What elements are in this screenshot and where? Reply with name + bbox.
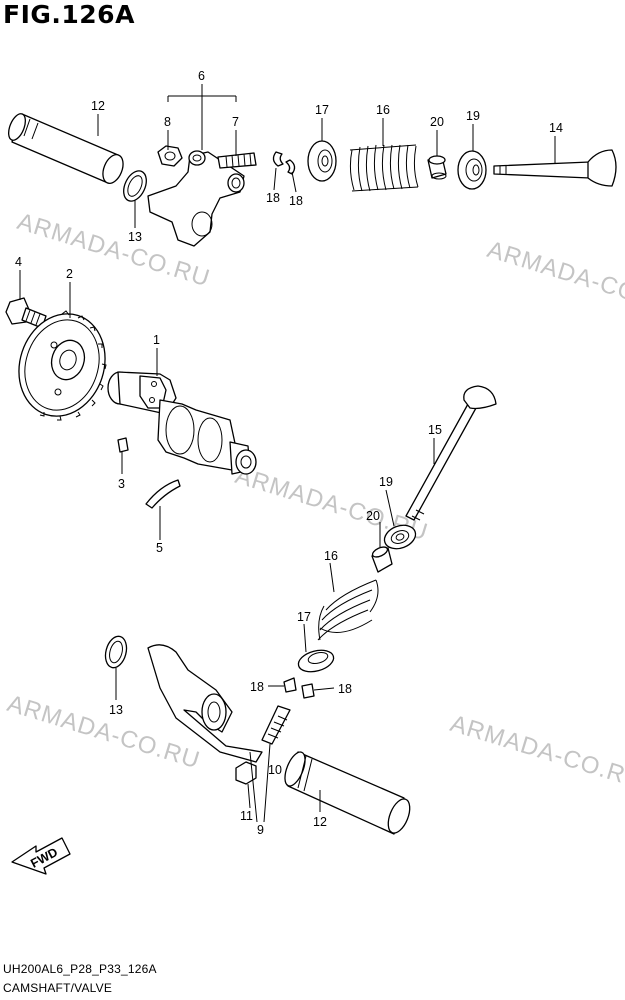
callout-20: 20 [366, 509, 380, 523]
callout-labels: 12 13 6 8 7 18 18 17 16 20 19 14 4 2 1 3… [15, 69, 563, 837]
callout-4: 4 [15, 255, 22, 269]
camshaft [107, 371, 257, 475]
valve-stem-seal-top [427, 155, 447, 180]
valve-spring-bottom [317, 579, 379, 641]
valve-cotter-top [272, 151, 296, 175]
cam-sprocket [18, 310, 107, 421]
callout-20: 20 [430, 115, 444, 129]
drawing-caption: CAMSHAFT/VALVE [3, 981, 113, 995]
callout-19: 19 [379, 475, 393, 489]
camshaft-retainer [145, 479, 181, 509]
callout-12: 12 [313, 815, 327, 829]
washer-top [123, 170, 147, 202]
callout-17: 17 [315, 103, 329, 117]
callout-17: 17 [297, 610, 311, 624]
bolt [5, 297, 47, 329]
washer-bottom [104, 635, 128, 669]
adjust-screw-top [217, 152, 257, 169]
callout-19: 19 [466, 109, 480, 123]
callout-13: 13 [128, 230, 142, 244]
dowel-pin [117, 437, 129, 453]
spring-seat-top [457, 150, 487, 190]
callout-12: 12 [91, 99, 105, 113]
callout-1: 1 [153, 333, 160, 347]
leader-lines [19, 84, 556, 823]
spring-retainer-bottom [297, 649, 335, 673]
callout-6: 6 [198, 69, 205, 83]
callout-18: 18 [338, 682, 352, 696]
callout-10: 10 [268, 763, 282, 777]
callout-9: 9 [257, 823, 264, 837]
callout-18: 18 [289, 194, 303, 208]
callout-8: 8 [164, 115, 171, 129]
figure-title: FIG.126A [3, 0, 135, 29]
callout-7: 7 [232, 115, 239, 129]
adjust-screw-bottom [261, 705, 291, 745]
valve-bottom [405, 385, 497, 521]
callout-11: 11 [240, 809, 253, 823]
valve-top [493, 149, 617, 187]
drawing-code: UH200AL6_P28_P33_126A [3, 962, 157, 976]
valve-cotter-bottom [283, 677, 315, 699]
callout-18: 18 [266, 191, 280, 205]
spring-retainer-top [307, 140, 337, 182]
nut-top [157, 145, 183, 167]
callout-3: 3 [118, 477, 125, 491]
nut-bottom [235, 761, 257, 785]
rocker-arm-top [147, 150, 245, 247]
callout-5: 5 [156, 541, 163, 555]
callout-18: 18 [250, 680, 264, 694]
valve-spring-top [349, 144, 419, 192]
callout-13: 13 [109, 703, 123, 717]
spring-seat-bottom [383, 524, 417, 550]
callout-14: 14 [549, 121, 563, 135]
callout-16: 16 [324, 549, 338, 563]
rocker-arm-bottom [147, 644, 263, 763]
callout-2: 2 [66, 267, 73, 281]
rocker-shaft-bottom [284, 751, 411, 835]
rocker-shaft-top [8, 113, 124, 184]
callout-15: 15 [428, 423, 442, 437]
callout-16: 16 [376, 103, 390, 117]
valve-stem-seal-bottom [371, 546, 393, 573]
fwd-arrow-icon: FWD [11, 837, 71, 875]
